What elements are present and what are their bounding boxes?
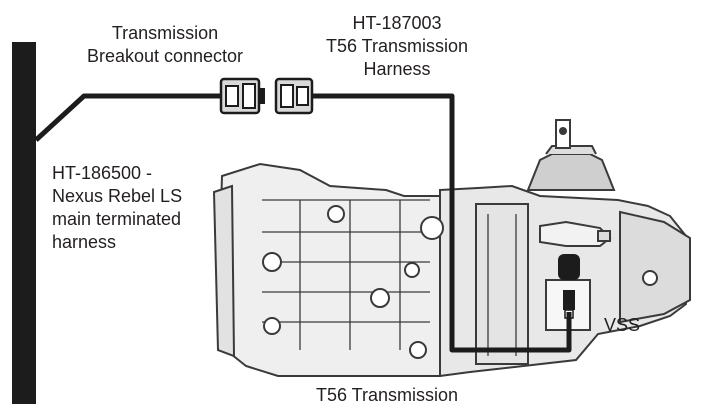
transmission-harness-name: T56 Transmission	[325, 36, 469, 56]
main-harness-type: harness	[52, 232, 117, 252]
main-harness-bar	[12, 42, 36, 404]
breakout-connector-label-line: Transmission	[111, 23, 219, 43]
breakout-wire	[34, 93, 221, 142]
transmission-label: T56 Transmission	[315, 385, 459, 405]
transmission-harness-label: HT-187003 T56 Transmission Harness	[306, 12, 488, 81]
main-harness-part-number: HT-186500 -	[52, 163, 153, 183]
transmission-harness-wire	[312, 93, 572, 353]
vss-label: VSS	[604, 315, 641, 335]
breakout-connector	[219, 77, 265, 115]
transmission-harness-part-number: HT-187003	[352, 13, 442, 33]
main-harness-description: main terminated	[52, 209, 182, 229]
breakout-connector-label: Transmission Breakout connector	[72, 22, 258, 68]
main-harness-label: HT-186500 - Nexus Rebel LS main terminat…	[52, 162, 214, 254]
t56-transmission-illustration	[212, 119, 691, 378]
breakout-connector-label-line: Breakout connector	[86, 46, 244, 66]
transmission-harness-type: Harness	[363, 59, 431, 79]
transmission-harness-connector	[274, 77, 314, 115]
main-harness-name: Nexus Rebel LS	[52, 186, 183, 206]
